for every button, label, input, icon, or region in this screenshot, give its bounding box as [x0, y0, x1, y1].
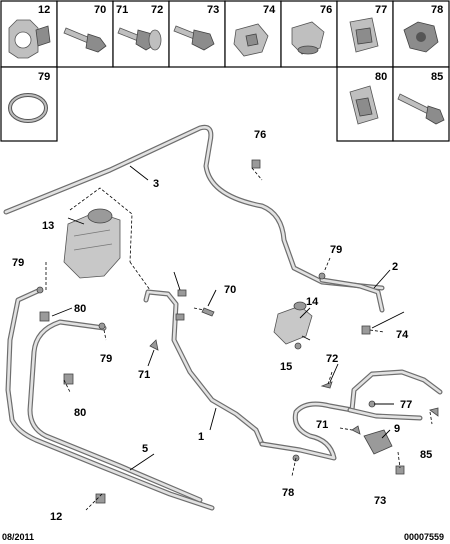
- leader-lines: [45, 165, 433, 511]
- header-label-70: 70: [94, 4, 106, 16]
- long-bolt-icon: [397, 93, 445, 125]
- callout-79-right[interactable]: 79: [330, 244, 342, 256]
- header-label-76: 76: [320, 4, 332, 16]
- callout-76[interactable]: 76: [254, 129, 266, 141]
- callout-77[interactable]: 77: [400, 399, 412, 411]
- callout-79-mid[interactable]: 79: [100, 353, 112, 365]
- hex-bolt-icon: [173, 25, 215, 51]
- header-label-72: 72: [151, 4, 163, 16]
- header-label-77: 77: [375, 4, 387, 16]
- callout-13[interactable]: 13: [42, 220, 54, 232]
- screw-icon: [117, 27, 162, 51]
- callout-80-top[interactable]: 80: [74, 303, 86, 315]
- callout-3[interactable]: 3: [153, 178, 159, 190]
- callout-9[interactable]: 9: [394, 423, 400, 435]
- callout-5[interactable]: 5: [142, 443, 148, 455]
- reservoir: [63, 208, 121, 279]
- header-label-74: 74: [263, 4, 276, 16]
- callout-85[interactable]: 85: [420, 449, 432, 461]
- header-label-79: 79: [38, 71, 50, 83]
- callout-1[interactable]: 1: [198, 431, 204, 443]
- clip-icon: [233, 23, 269, 57]
- cell-85[interactable]: [392, 66, 450, 142]
- header-label-78: 78: [431, 4, 443, 16]
- hose-clamp-icon: [8, 93, 48, 123]
- bracket-9: [363, 429, 393, 455]
- callout-73[interactable]: 73: [374, 495, 386, 507]
- callout-80-bottom[interactable]: 80: [74, 407, 86, 419]
- nut-clip-icon: [349, 85, 379, 125]
- callout-71-left[interactable]: 71: [138, 369, 150, 381]
- callout-70[interactable]: 70: [224, 284, 236, 296]
- footer-date: 08/2011: [2, 532, 34, 542]
- callout-79-left[interactable]: 79: [12, 257, 24, 269]
- cell-78[interactable]: [392, 0, 450, 68]
- callout-71-right[interactable]: 71: [316, 419, 328, 431]
- fasteners: [36, 159, 439, 504]
- callout-15[interactable]: 15: [280, 361, 292, 373]
- callout-14[interactable]: 14: [306, 296, 319, 308]
- header-label-12: 12: [38, 4, 50, 16]
- header-label-85: 85: [431, 71, 443, 83]
- nut-icon: [403, 21, 439, 53]
- bolt-icon: [63, 27, 107, 53]
- hose-clip-icon: [8, 19, 51, 59]
- header-label-80: 80: [375, 71, 387, 83]
- callout-74[interactable]: 74: [396, 329, 409, 341]
- footer-drawing-number: 00007559: [404, 532, 444, 542]
- clip-icon: [291, 21, 325, 55]
- pipe-network: [3, 124, 443, 511]
- callout-12[interactable]: 12: [50, 511, 62, 523]
- callouts: 3 76 13 79 70 79 2 14 74 80 79 15 71 72 …: [12, 129, 432, 523]
- header-label-73: 73: [207, 4, 219, 16]
- callout-2[interactable]: 2: [392, 261, 398, 273]
- callout-72[interactable]: 72: [326, 353, 338, 365]
- callout-78[interactable]: 78: [282, 487, 294, 499]
- header-label-71: 71: [116, 4, 128, 16]
- nut-clip-icon: [349, 17, 379, 53]
- parts-header-table: 12 70 71 72 73 74 76 77 78 79 80 85: [0, 0, 450, 142]
